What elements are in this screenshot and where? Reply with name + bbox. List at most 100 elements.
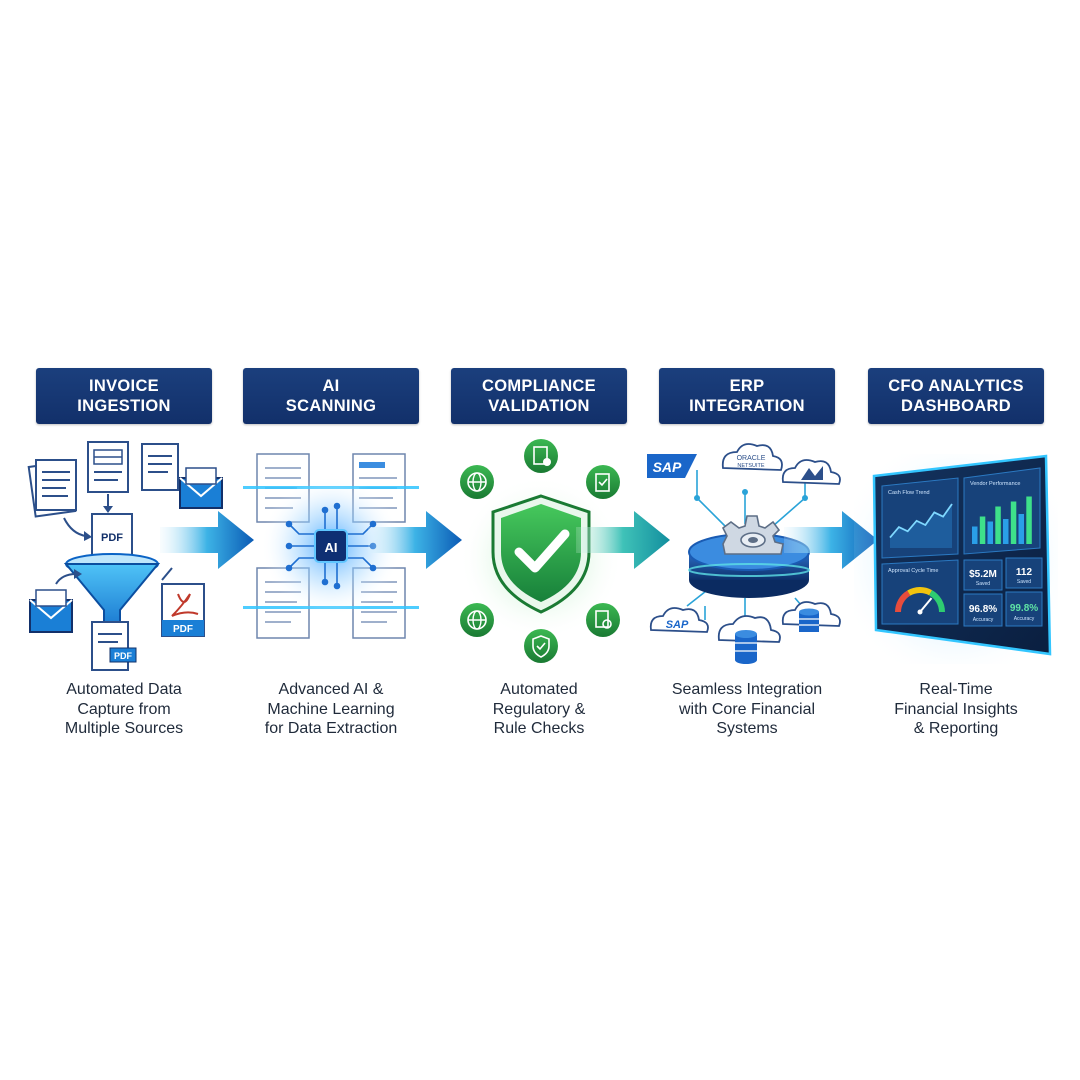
step-title: INVOICE INGESTION: [36, 368, 212, 424]
shield-check-icon: [524, 629, 558, 663]
gauge-segment: [895, 590, 911, 613]
step-title-line: DASHBOARD: [901, 397, 1011, 415]
database-icon: [717, 615, 781, 664]
ai-scanning-illustration: AI: [243, 453, 419, 639]
netsuite-label: NETSUITE: [737, 463, 765, 469]
search-document-icon: [586, 603, 620, 637]
caption-line: & Reporting: [913, 720, 999, 737]
step-caption: Seamless Integration with Core Financial…: [639, 680, 855, 739]
shield-check-icon: [491, 494, 591, 614]
vendor-bar: [979, 516, 986, 544]
pdf-label: PDF: [173, 624, 193, 635]
caption-line: Capture from: [77, 700, 171, 718]
oracle-label: ORACLE: [737, 455, 766, 462]
cash-flow-trend-line: [889, 503, 953, 548]
globe-icon: [460, 603, 494, 637]
caption-line: Real-Time: [919, 681, 993, 698]
caption-line: Financial Insights: [894, 700, 1018, 718]
dashboard-monitor-icon: Cash Flow Trend Vendor Performance Appro…: [854, 454, 1058, 664]
gauge-segment: [928, 590, 946, 613]
panel-title: Cash Flow Trend: [888, 490, 930, 496]
pdf-label: PDF: [101, 532, 123, 544]
kpi-tile: 99.8% Accuracy: [1005, 591, 1043, 627]
sap-logo: SAP: [647, 454, 697, 478]
sap-label: SAP: [653, 459, 682, 475]
vendor-bar: [987, 521, 993, 544]
pdf-file-icon: PDF: [161, 583, 205, 637]
cloud-icon: [781, 459, 841, 485]
step-caption: Advanced AI & Machine Learning for Data …: [223, 680, 439, 739]
step-title-line: SCANNING: [285, 397, 377, 415]
kpi-value: $5.2M: [969, 569, 997, 580]
envelope-icon: [29, 589, 73, 633]
gauge-segment: [907, 587, 933, 596]
kpi-tile: $5.2M Saved: [963, 559, 1003, 591]
envelope-icon: [179, 467, 223, 509]
step-title-line: CFO ANALYTICS: [888, 377, 1024, 395]
vendor-bar: [1010, 501, 1017, 544]
step-title-line: INGESTION: [77, 397, 171, 415]
step-title-line: AI: [322, 377, 340, 395]
gauge-needle: [919, 597, 933, 613]
caption-line: Regulatory &: [492, 700, 586, 718]
step-caption: Automated Data Capture from Multiple Sou…: [16, 680, 232, 739]
step-title-line: VALIDATION: [488, 397, 590, 415]
step-title: CFO ANALYTICS DASHBOARD: [868, 368, 1044, 424]
cash-flow-area: [890, 504, 952, 548]
step-title: ERP INTEGRATION: [659, 368, 835, 424]
panel-title: Vendor Performance: [970, 481, 1020, 487]
cash-flow-line: [889, 503, 953, 539]
kpi-value: 112: [1016, 567, 1033, 578]
circuit-traces-icon: [285, 502, 377, 590]
kpi-label: Accuracy: [973, 617, 994, 623]
caption-line: Multiple Sources: [64, 720, 184, 737]
document-check-icon: [524, 439, 558, 473]
kpi-label: Saved: [1017, 579, 1031, 585]
clipboard-icon: [586, 465, 620, 499]
caption-line: Machine Learning: [267, 700, 395, 718]
vendor-bar: [1003, 519, 1009, 544]
panel-title: Approval Cycle Time: [888, 568, 938, 574]
caption-line: Automated: [500, 681, 578, 698]
kpi-label: Accuracy: [1014, 616, 1035, 622]
kpi-label: Saved: [976, 581, 990, 587]
vendor-bar: [995, 506, 1001, 544]
step-title: AI SCANNING: [243, 368, 419, 424]
globe-icon: [460, 465, 494, 499]
kpi-value: 99.8%: [1010, 603, 1038, 614]
flow-arrow-icon: [368, 511, 462, 569]
ai-chip-label: AI: [325, 540, 338, 555]
pdf-file-icon: PDF: [91, 513, 133, 559]
step-caption: Real-Time Financial Insights & Reporting: [848, 680, 1064, 739]
kpi-value: 96.8%: [969, 604, 997, 615]
vendor-bar: [1018, 514, 1024, 544]
pdf-label: PDF: [114, 651, 133, 661]
vendor-bar: [972, 526, 978, 544]
step-caption: Automated Regulatory & Rule Checks: [431, 680, 647, 739]
caption-line: Automated Data: [66, 681, 182, 698]
step-title-line: INVOICE: [89, 377, 159, 395]
gauge-hub: [917, 609, 923, 615]
step-title-line: ERP: [729, 377, 765, 395]
line-chart-icon: Cash Flow Trend: [881, 477, 959, 559]
pdf-file-icon: PDF: [91, 621, 137, 671]
database-icon: [781, 601, 841, 632]
gauge-icon: Approval Cycle Time: [881, 559, 959, 625]
sap-label: SAP: [666, 619, 689, 631]
approval-cycle-gauge: [895, 587, 946, 615]
caption-line: with Core Financial: [678, 700, 816, 718]
document-stack-icon: [27, 459, 77, 518]
step-title-line: COMPLIANCE: [482, 377, 596, 395]
cloud-icon: ORACLE NETSUITE: [721, 443, 783, 471]
caption-line: Advanced AI &: [278, 681, 384, 698]
caption-line: Systems: [716, 720, 778, 737]
flow-arrow-icon: [160, 511, 254, 569]
document-icon: [141, 443, 179, 491]
kpi-tile: 96.8% Accuracy: [963, 593, 1003, 627]
step-title-line: INTEGRATION: [689, 397, 805, 415]
cloud-icon: SAP: [649, 607, 709, 633]
gear-hub-icon: [688, 515, 810, 598]
erp-integration-illustration: SAP ORACLE NETSUITE: [647, 443, 841, 664]
compliance-validation-illustration: [459, 439, 623, 663]
caption-line: for Data Extraction: [264, 720, 398, 737]
